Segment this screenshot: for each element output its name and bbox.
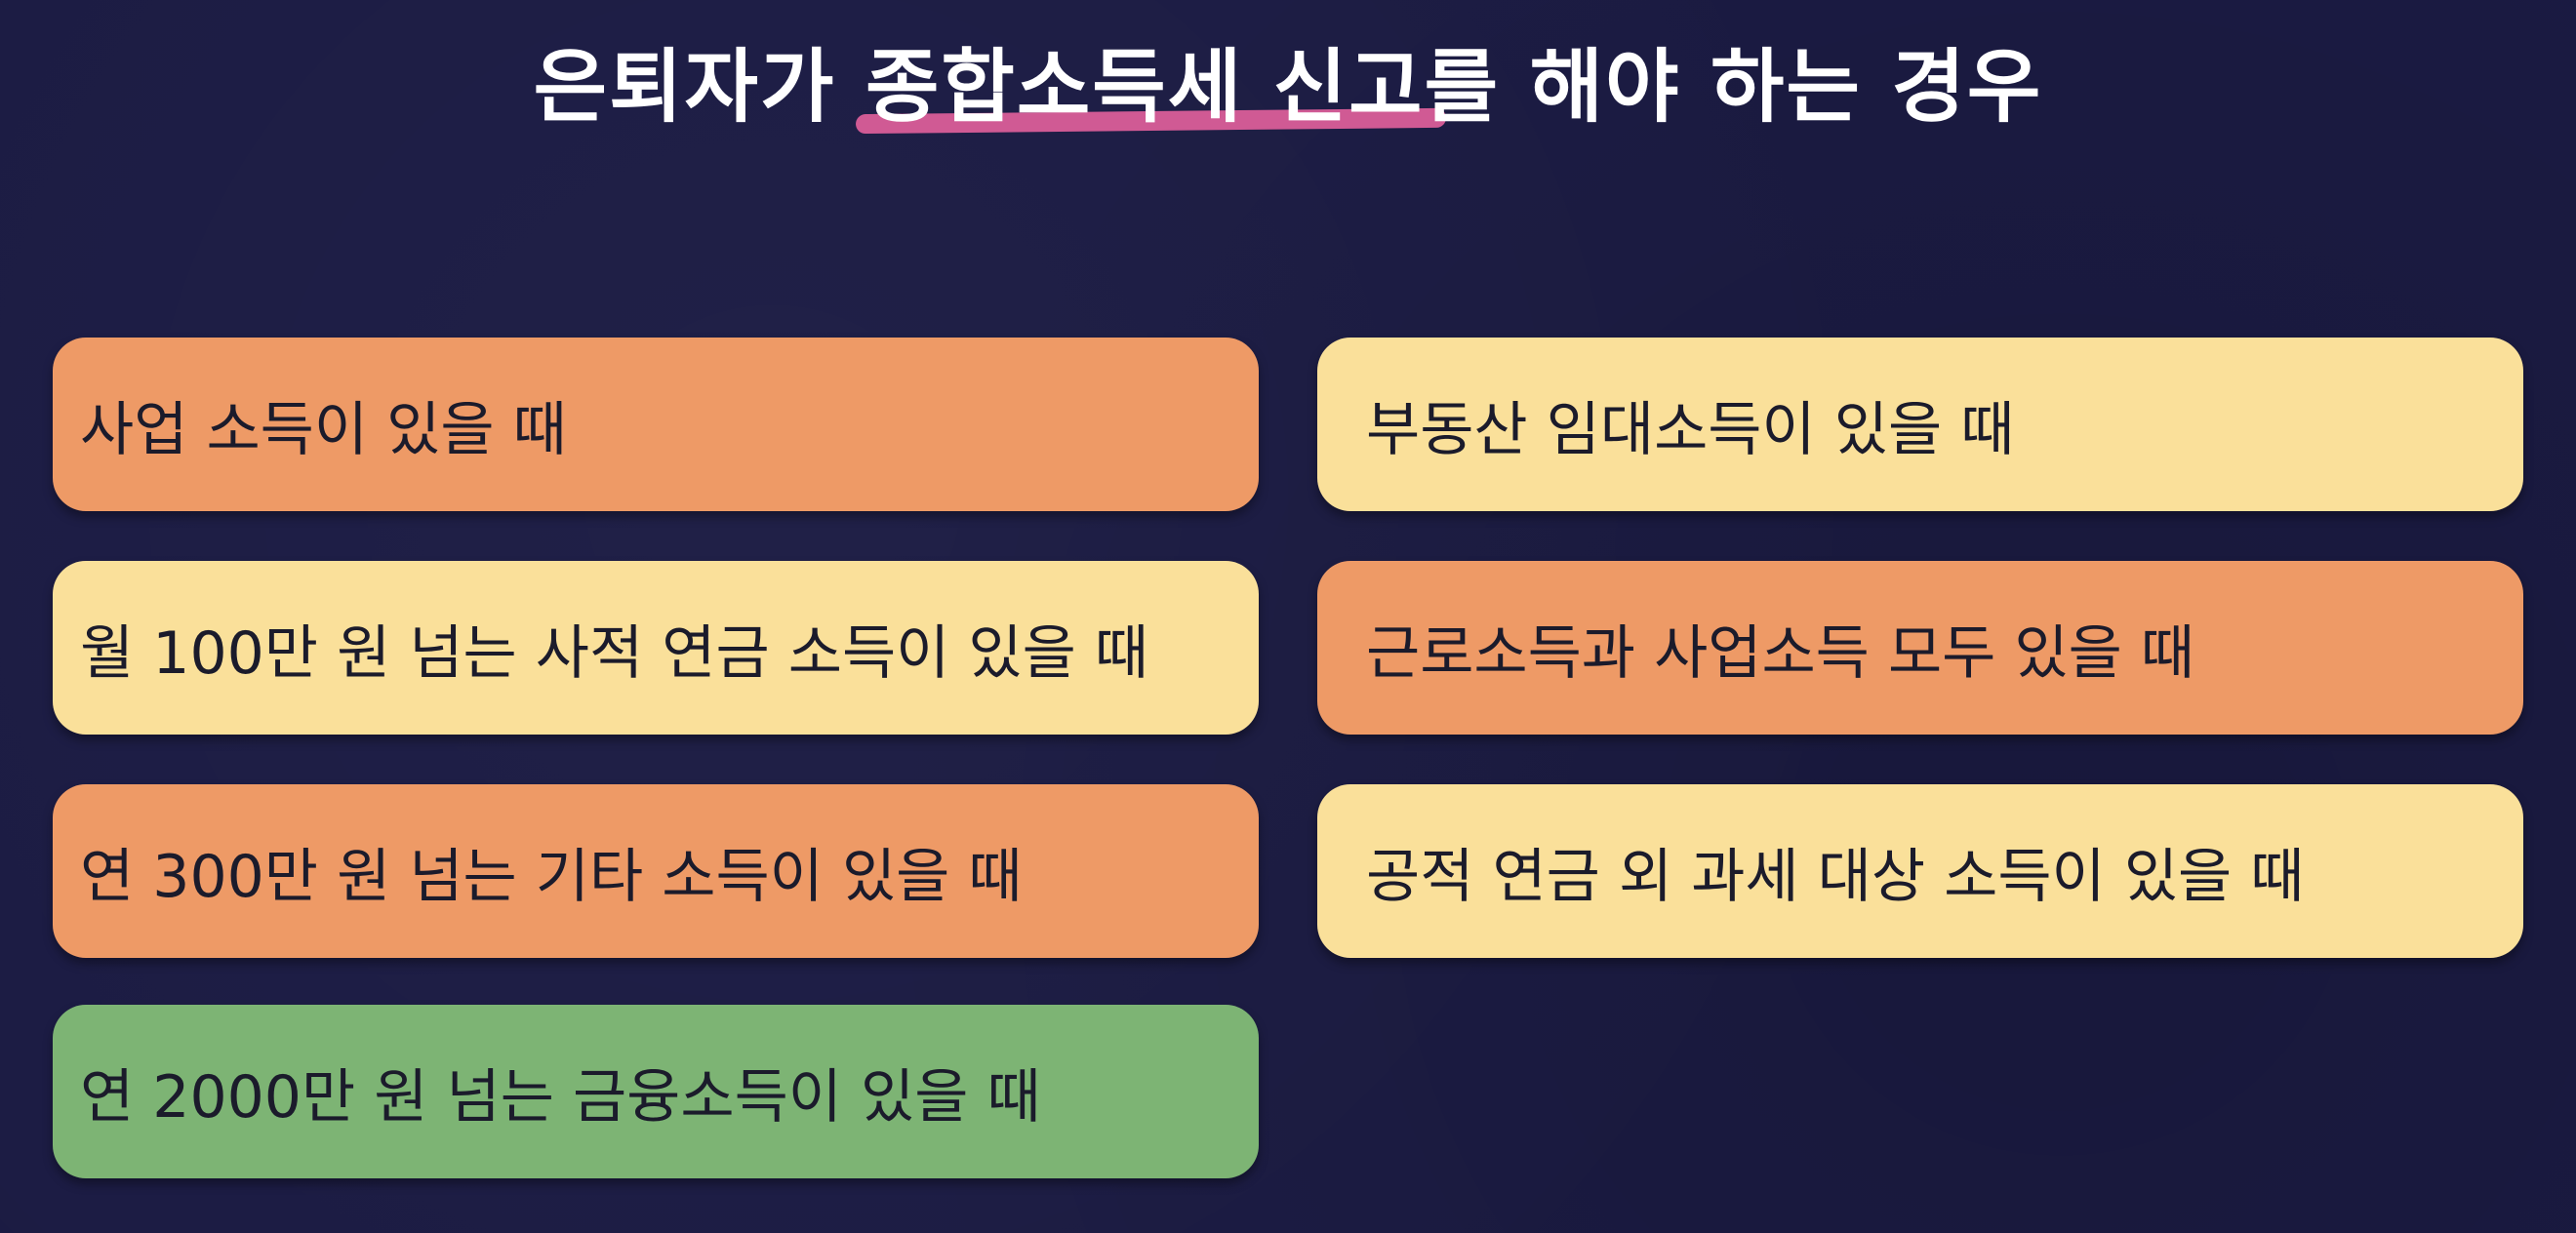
card-label: 연 300만 원 넘는 기타 소득이 있을 때 [80,842,1023,911]
card-label: 월 100만 원 넘는 사적 연금 소득이 있을 때 [80,618,1149,688]
title-highlight-text: 종합소득세 신고 [865,41,1425,134]
card-label: 공적 연금 외 과세 대상 소득이 있을 때 [1366,842,2305,911]
card-label: 사업 소득이 있을 때 [80,395,567,464]
card-label: 연 2000만 원 넘는 금융소득이 있을 때 [80,1062,1041,1132]
title-part-1: 은퇴자가 [533,41,865,134]
card-private-pension-income: 월 100만 원 넘는 사적 연금 소득이 있을 때 [53,561,1259,735]
card-financial-income: 연 2000만 원 넘는 금융소득이 있을 때 [53,1005,1259,1178]
title-part-2: 를 해야 하는 경우 [1424,41,2043,134]
title-highlight: 종합소득세 신고 [855,29,1446,146]
card-business-income: 사업 소득이 있을 때 [53,338,1259,511]
card-taxable-non-public-pension-income: 공적 연금 외 과세 대상 소득이 있을 때 [1317,784,2523,958]
card-earned-and-business-income: 근로소득과 사업소득 모두 있을 때 [1317,561,2523,735]
card-label: 부동산 임대소득이 있을 때 [1366,395,2015,464]
card-rental-income: 부동산 임대소득이 있을 때 [1317,338,2523,511]
card-label: 근로소득과 사업소득 모두 있을 때 [1366,618,2195,688]
title-container: 은퇴자가 종합소득세 신고를 해야 하는 경우 [0,29,2576,146]
card-other-income: 연 300만 원 넘는 기타 소득이 있을 때 [53,784,1259,958]
page-title: 은퇴자가 종합소득세 신고를 해야 하는 경우 [534,29,2043,146]
